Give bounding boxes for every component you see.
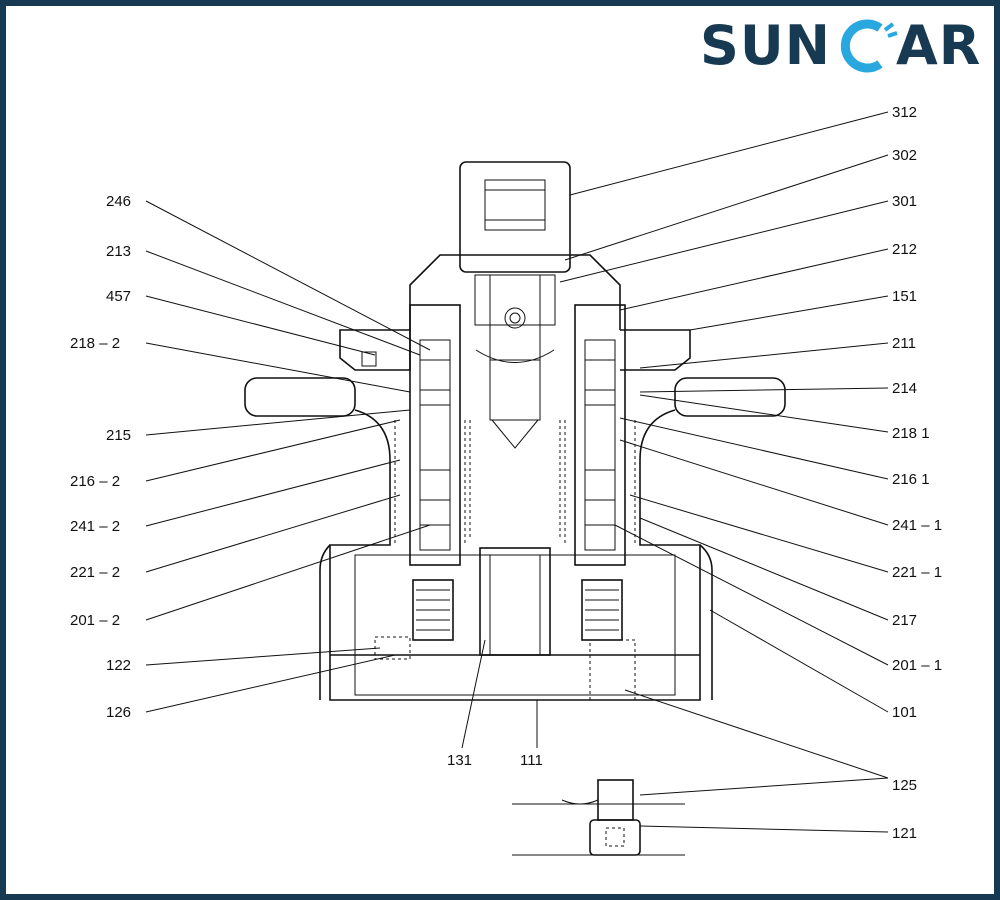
label-246: 246 [106, 193, 131, 210]
label-151: 151 [892, 288, 917, 305]
label-457: 457 [106, 288, 131, 305]
flange [244, 329, 786, 417]
label-211: 211 [892, 335, 916, 352]
label-126: 126 [106, 704, 131, 721]
label-302: 302 [892, 147, 917, 164]
label-216-1: 216 1 [892, 471, 930, 488]
label-121: 121 [892, 825, 917, 842]
label-212: 212 [892, 241, 917, 258]
svg-text:SUN: SUN [700, 14, 831, 74]
label-215: 215 [106, 427, 131, 444]
labels-bottom: 131 111 [447, 752, 543, 769]
label-221-1: 221 – 1 [892, 564, 942, 581]
suncar-logo: SUN AR [700, 14, 990, 77]
label-216-2: 216 – 2 [70, 473, 120, 490]
leader-lines [145, 111, 889, 833]
label-214: 214 [892, 380, 917, 397]
label-201-2: 201 – 2 [70, 612, 120, 629]
labels-left: 246 213 457 218 – 2 215 216 – 2 241 – 2 … [70, 193, 131, 721]
top-spool [459, 161, 571, 273]
svg-text:AR: AR [896, 14, 981, 74]
label-241-1: 241 – 1 [892, 517, 942, 534]
bottom-detail [512, 779, 685, 856]
upper-body [409, 254, 621, 449]
label-125: 125 [892, 777, 917, 794]
label-218-1: 218 1 [892, 425, 930, 442]
label-201-1: 201 – 1 [892, 657, 942, 674]
right-seal-column [574, 304, 626, 641]
main-housing [319, 409, 713, 701]
label-241-2: 241 – 2 [70, 518, 120, 535]
label-301: 301 [892, 193, 917, 210]
label-217: 217 [892, 612, 917, 629]
label-131: 131 [447, 752, 472, 769]
label-122: 122 [106, 657, 131, 674]
label-218-2: 218 – 2 [70, 335, 120, 352]
left-seal-column [409, 304, 461, 641]
label-111: 111 [520, 752, 543, 769]
label-312: 312 [892, 104, 917, 121]
label-213: 213 [106, 243, 131, 260]
labels-right: 312 302 301 212 151 211 214 218 1 216 1 … [892, 104, 942, 842]
suncar-logo-mark: SUN AR [700, 14, 981, 77]
label-101: 101 [892, 704, 917, 721]
label-221-2: 221 – 2 [70, 564, 120, 581]
